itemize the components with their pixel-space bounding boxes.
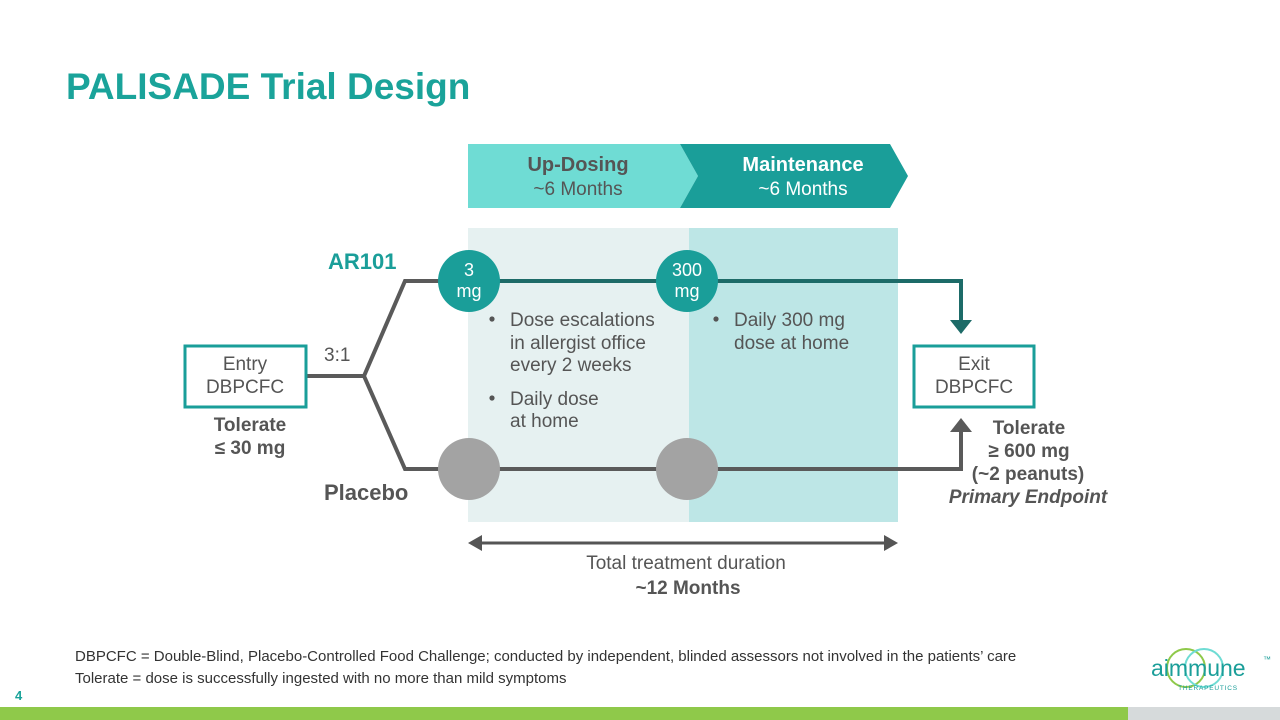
bottom-accent-bar-gray	[1128, 707, 1280, 720]
logo-ring-left	[1166, 648, 1206, 688]
updosing-note1-line2: in allergist office	[510, 333, 646, 354]
updosing-note1-line3: every 2 weeks	[510, 355, 631, 376]
maintenance-phase-duration: ~6 Months	[758, 179, 847, 200]
updosing-note2-line2: at home	[510, 411, 579, 432]
updosing-phase-arrow	[468, 144, 698, 208]
dose-300mg-unit: mg	[674, 281, 699, 301]
maintenance-phase-title: Maintenance	[742, 154, 863, 176]
bottom-accent-bar	[0, 707, 1280, 720]
placebo-circle-1	[438, 438, 500, 500]
maintenance-note-line2: dose at home	[734, 333, 849, 354]
dose-300mg-value: 300	[672, 260, 702, 280]
placebo-path-line	[470, 430, 963, 471]
updosing-note2-line1: Daily dose	[510, 389, 599, 410]
ar101-path-line	[470, 279, 963, 321]
updosing-phase-duration: ~6 Months	[533, 179, 622, 200]
entry-box-line2: DBPCFC	[206, 377, 284, 398]
placebo-arrowhead	[950, 418, 972, 432]
exit-tolerate-line3: (~2 peanuts)	[972, 464, 1084, 485]
dose-3mg-unit: mg	[456, 281, 481, 301]
slide-title: PALISADE Trial Design	[66, 66, 471, 107]
maintenance-bullet-dot	[713, 316, 719, 322]
maintenance-panel	[689, 228, 898, 522]
maintenance-phase-arrow	[680, 144, 908, 208]
logo-subtitle: THERAPEUTICS	[1178, 685, 1238, 692]
ar101-label: AR101	[328, 249, 396, 274]
randomization-ratio: 3:1	[324, 345, 350, 366]
dose-300mg-circle	[656, 250, 718, 312]
entry-dbpcfc-box	[183, 344, 308, 409]
placebo-circle-2	[656, 438, 718, 500]
maintenance-note-line1: Daily 300 mg	[734, 310, 845, 331]
dose-3mg-circle	[438, 250, 500, 312]
duration-label-line2: ~12 Months	[635, 578, 740, 599]
duration-label-line1: Total treatment duration	[586, 553, 786, 574]
entry-tolerate-line2: ≤ 30 mg	[215, 438, 286, 459]
entry-tolerate-line1: Tolerate	[214, 415, 287, 436]
footnote-dbpcfc-definition: DBPCFC = Double-Blind, Placebo-Controlle…	[75, 648, 1017, 665]
page-number: 4	[15, 688, 23, 703]
updosing-note1-line1: Dose escalations	[510, 310, 655, 331]
aimmune-logo: aimmune ™ THERAPEUTICS	[1151, 648, 1271, 692]
logo-trademark: ™	[1263, 655, 1271, 664]
exit-dbpcfc-box	[912, 344, 1036, 409]
exit-box-line1: Exit	[958, 354, 990, 375]
exit-box-line2: DBPCFC	[935, 377, 1013, 398]
ar101-arrowhead	[950, 320, 972, 334]
primary-endpoint-label: Primary Endpoint	[949, 487, 1108, 508]
logo-ring-right	[1184, 648, 1224, 688]
updosing-panel	[468, 228, 689, 522]
updosing-bullet-dot-2	[489, 395, 495, 401]
duration-arrowhead-right	[884, 535, 898, 551]
placebo-label: Placebo	[324, 480, 408, 505]
entry-box-line1: Entry	[223, 354, 268, 375]
footnote-tolerate-definition: Tolerate = dose is successfully ingested…	[75, 670, 567, 687]
updosing-bullet-dot-1	[489, 316, 495, 322]
exit-tolerate-line1: Tolerate	[993, 418, 1066, 439]
exit-tolerate-line2: ≥ 600 mg	[988, 441, 1069, 462]
dose-3mg-value: 3	[464, 260, 474, 280]
updosing-phase-title: Up-Dosing	[527, 154, 628, 176]
duration-arrowhead-left	[468, 535, 482, 551]
logo-wordmark: aimmune	[1151, 655, 1246, 681]
